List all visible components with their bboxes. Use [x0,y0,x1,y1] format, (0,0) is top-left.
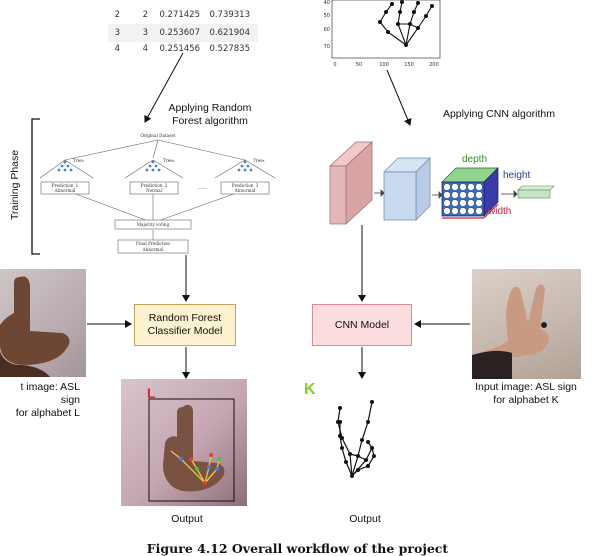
rf-prediction-value: Abnormal [234,188,256,193]
input-image-asl-l [0,269,86,377]
input-image-asl-k [472,269,581,379]
table-row: 4 4 0.251456 0.527835 [108,40,258,52]
rf-prediction-label: Prediction_3 [231,183,259,188]
rf-ellipsis: ....... [197,185,207,190]
figure-caption: Figure 4.12 Overall workflow of the proj… [146,541,449,556]
cnn-width-label: width [488,206,512,217]
x-tick: 150 [404,62,414,68]
feature-table: 2 2 0.271425 0.739313 3 3 0.253607 0.621… [108,0,258,52]
cnn-diagram: depth height width [326,138,558,230]
table-cell: 0.621904 [209,28,250,38]
x-tick: 100 [379,62,389,68]
table-cell: 0.739313 [209,10,250,20]
rf-output-image: L [121,379,247,506]
cnn-depth-label: depth [462,154,488,165]
rf-final-value: Abnormal [142,247,164,252]
left-output-label: Output [171,513,203,525]
rf-model-label: Random Forest Classifier Model [147,312,223,337]
rf-prediction-label: Prediction_2 [140,183,168,188]
table-row: 3 3 0.253607 0.621904 [108,24,258,42]
table-cell: 0.251456 [159,44,200,52]
table-cell: 2 [142,10,148,20]
table-cell: 2 [114,10,120,20]
cnn-predicted-letter: K [304,381,316,398]
table-cell: 4 [114,44,120,52]
random-forest-model-box: Random Forest Classifier Model [134,304,236,346]
rf-vote: Majority voting [136,222,170,227]
rf-tree-label: Tree₁ [73,158,85,163]
cnn-output-landmarks [336,400,376,478]
y-tick: 50 [324,13,330,19]
training-phase-label: Training Phase [9,149,21,221]
table-cell: 3 [114,28,120,38]
right-input-caption: Input image: ASL sign for alphabet K [475,381,577,406]
y-tick: 60 [324,27,330,33]
table-cell: 4 [142,44,148,52]
rf-prediction-value: Abnormal [54,188,76,193]
rf-tree-label: Tree₃ [253,158,265,163]
rf-title: Original Dataset [140,133,176,138]
random-forest-diagram: Original Dataset Tree₁ Tree₂ Tree₃ Predi… [35,130,281,256]
table-cell: 0.271425 [159,10,200,20]
x-tick: 200 [429,62,439,68]
rf-prediction-label: Prediction_1 [51,183,79,188]
y-tick: 70 [324,44,330,50]
rf-final-label: Final Prediction [135,241,170,246]
cnn-model-label: CNN Model [334,318,390,331]
rf-prediction-value: Normal [146,188,162,193]
y-tick: 40 [324,0,330,6]
table-cell: 0.527835 [209,44,250,52]
table-row: 2 2 0.271425 0.739313 [108,6,258,24]
rf-step-label: Applying Random Forest algorithm [168,102,252,127]
table-cell: 0.253607 [159,28,200,38]
landmark-plot: 40 50 60 70 0 50 100 150 200 [324,0,441,68]
x-tick: 50 [356,62,362,68]
cnn-height-label: height [503,170,531,181]
left-input-caption: t image: ASL sign for alphabet L [15,381,80,419]
x-tick: 0 [333,62,336,68]
right-output-label: Output [349,513,381,525]
rf-tree-label: Tree₂ [163,158,175,163]
rf-predicted-letter: L [147,385,156,401]
cnn-model-box: CNN Model [312,304,412,346]
table-cell: 3 [142,28,148,38]
training-phase-bracket [31,118,40,255]
cnn-step-label: Applying CNN algorithm [442,108,556,120]
